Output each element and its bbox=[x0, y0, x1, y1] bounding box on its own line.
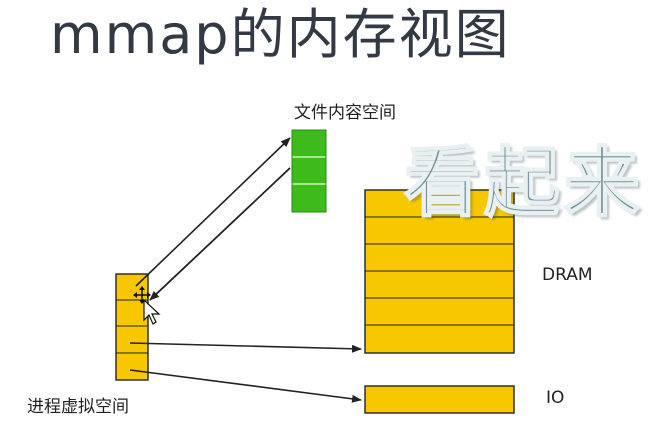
dram-label: DRAM bbox=[542, 265, 593, 285]
overlay-caption: 看起来 bbox=[403, 137, 644, 228]
arrow-process-to-file-top bbox=[135, 137, 291, 287]
io-body bbox=[365, 386, 514, 413]
file-space-label: 文件内容空间 bbox=[294, 103, 396, 123]
io-label: IO bbox=[546, 388, 565, 408]
io-border bbox=[364, 385, 515, 414]
file-block-border bbox=[291, 129, 327, 213]
process-space-label: 进程虚拟空间 bbox=[27, 397, 129, 417]
process-block-border bbox=[115, 273, 149, 381]
arrow-file-to-process bbox=[149, 167, 291, 301]
mouse-pointer-icon bbox=[133, 286, 161, 325]
dram-border bbox=[364, 189, 515, 354]
page-title: mmap的内存视图 bbox=[50, 3, 511, 66]
io-block bbox=[364, 385, 515, 414]
file-block-body bbox=[292, 130, 326, 212]
dram-block bbox=[364, 189, 515, 354]
file-content-space-block bbox=[291, 129, 327, 213]
arrow-process-to-dram bbox=[129, 342, 362, 353]
process-virtual-space-block bbox=[115, 273, 149, 381]
arrow-process-to-io bbox=[129, 369, 362, 403]
